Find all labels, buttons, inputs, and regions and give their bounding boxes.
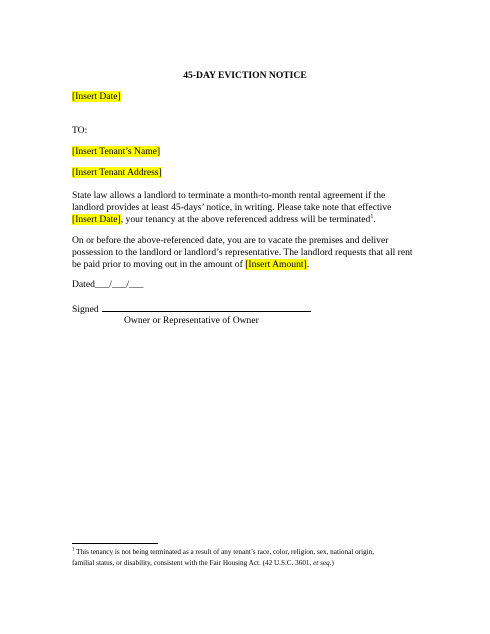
footnote-italic: et seq. — [313, 559, 332, 567]
tenant-name-placeholder[interactable]: [Insert Tenant’s Name] — [72, 146, 161, 157]
para2-line2: possession to the landlord or landlord’s… — [72, 247, 413, 258]
signature-field[interactable] — [101, 301, 311, 312]
footnote-text2: familial status, or disability, consiste… — [72, 559, 314, 567]
tenant-name-line: [Insert Tenant’s Name] — [72, 146, 161, 158]
to-label: TO: — [72, 125, 88, 136]
paragraph-vacate: On or before the above-referenced date, … — [72, 235, 422, 271]
para1-line3-end: . — [373, 214, 376, 225]
date-line: [Insert Date] — [72, 91, 121, 103]
footnote-text1: This tenancy is not being terminated as … — [74, 548, 375, 556]
para2-line3-text: be paid prior to moving out in the amoun… — [72, 259, 246, 270]
para2-line1: On or before the above-referenced date, … — [72, 235, 389, 246]
footnote-text2-end: ) — [331, 559, 334, 567]
paragraph-termination: State law allows a landlord to terminate… — [72, 190, 422, 226]
footnote: 1 This tenancy is not being terminated a… — [72, 547, 432, 569]
footnote-mark: 1 — [72, 547, 75, 553]
signed-label: Signed — [72, 304, 99, 315]
para1-line3-text: , your tenancy at the above referenced a… — [120, 214, 371, 225]
footnote-divider — [72, 543, 158, 544]
tenant-address-line: [Insert Tenant Address] — [72, 167, 162, 179]
para1-line3: [Insert Date], your tenancy at the above… — [72, 214, 422, 226]
footnote-line2: familial status, or disability, consiste… — [72, 558, 432, 569]
footnote-reference[interactable]: 1 — [370, 213, 374, 220]
amount-placeholder[interactable]: [Insert Amount] — [245, 259, 307, 270]
signature-line: Signed — [72, 301, 311, 316]
effective-date-placeholder[interactable]: [Insert Date] — [72, 214, 121, 225]
signature-caption: Owner or Representative of Owner — [124, 315, 259, 326]
para2-line3-end: . — [306, 259, 310, 270]
para1-line2: landlord provides at least 45-days’ noti… — [72, 202, 392, 213]
dated-line[interactable]: Dated___/___/___ — [72, 279, 144, 290]
date-placeholder[interactable]: [Insert Date] — [72, 91, 121, 102]
footnote-line1: 1 This tenancy is not being terminated a… — [72, 547, 432, 558]
document-title: 45-DAY EVICTION NOTICE — [183, 70, 307, 81]
para1-line1: State law allows a landlord to terminate… — [72, 190, 386, 201]
tenant-address-placeholder[interactable]: [Insert Tenant Address] — [72, 167, 162, 178]
para2-line3: be paid prior to moving out in the amoun… — [72, 259, 422, 271]
